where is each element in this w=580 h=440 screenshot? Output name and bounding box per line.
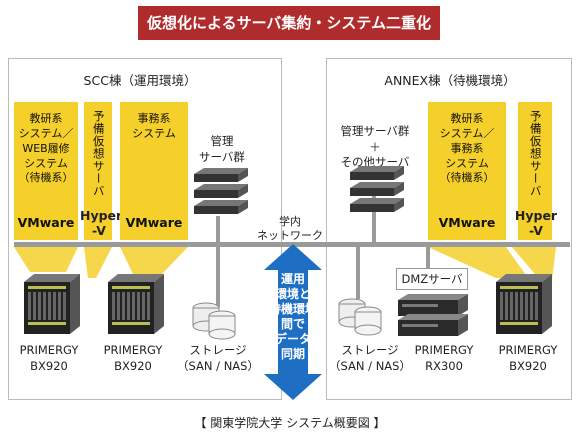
hyperv-line: -V [92, 223, 106, 238]
scc-mgmt-server-label: 管理 サーバ群 [190, 134, 254, 165]
box-line: システム／ [439, 126, 495, 140]
box-line: システム／ [18, 126, 74, 140]
annex-spare-server-box: 予備仮想サーバ [518, 102, 552, 240]
scc-hyperv-label: Hyper -V [80, 208, 123, 238]
scc-server-1-label: PRIMERGY BX920 [12, 343, 86, 374]
scc-blade-server-1-icon [24, 274, 80, 334]
label-line: PRIMERGY [19, 343, 79, 357]
vmware-label: VMware [17, 215, 75, 231]
label-line: ストレージ [341, 343, 399, 357]
label-line: PRIMERGY [103, 343, 163, 357]
scc-server-2-label: PRIMERGY BX920 [96, 343, 170, 374]
label-line: PRIMERGY [498, 343, 558, 357]
scc-building-label: SCC棟（運用環境） [83, 73, 197, 88]
hyperv-line: Hyper [514, 208, 558, 223]
box-line: システム [445, 156, 489, 170]
annex-mgmt-server-label: 管理サーバ群 ＋ その他サーバ [330, 124, 420, 171]
label-line: 学内 [279, 215, 301, 228]
label-line: BX920 [509, 358, 547, 373]
label-line: 待機環境 [268, 302, 317, 316]
scc-spare-server-box: 予備仮想サーバ [84, 102, 112, 240]
data-sync-label: 運用 環境と 待機環境 間で データ 同期 [266, 272, 320, 362]
label-line: RX300 [425, 358, 463, 373]
annex-rack-server-icon [398, 294, 468, 336]
annex-server-2-label: PRIMERGY BX920 [490, 343, 566, 374]
label-line: 運用 [280, 272, 305, 286]
box-line: （待機系） [439, 171, 495, 185]
label-line: BX920 [30, 358, 68, 373]
annex-blade-server-icon [496, 274, 552, 334]
box-line: 事務系 [137, 112, 171, 125]
box-line: （待機系） [18, 171, 74, 185]
annex-storage-label: ストレージ （SAN / NAS） [328, 343, 412, 374]
label-line: サーバ群 [199, 149, 245, 164]
label-line: 管理 [210, 134, 234, 148]
campus-network-label: 学内 ネットワーク [252, 215, 328, 243]
label-line: PRIMERGY [414, 343, 474, 357]
data-sync-arrow [264, 244, 322, 400]
scc-blade-server-2-icon [108, 274, 164, 334]
scc-storage-label: ストレージ （SAN / NAS） [176, 343, 260, 374]
annex-mgmt-server-stack-icon [350, 166, 404, 212]
annex-hyperv-label: Hyper -V [512, 208, 560, 238]
vmware-label: VMware [125, 215, 183, 231]
scc-admin-system-box: 事務系 システム VMware [120, 102, 188, 240]
spare-server-label: 予備仮想サーバ [528, 110, 543, 198]
dmz-server-label: DMZサーバ [396, 268, 468, 290]
box-line: システム [132, 126, 176, 140]
scc-mgmt-server-stack-icon [194, 168, 248, 214]
diagram-caption: 【 関東学院大学 システム概要図 】 [194, 416, 386, 430]
label-line: 同期 [280, 347, 305, 361]
diagram-title: 仮想化によるサーバ集約・システム二重化 [138, 6, 440, 40]
box-line: 事務系 [450, 141, 484, 155]
annex-storage-icon [338, 298, 382, 336]
label-line: BX920 [114, 358, 152, 373]
label-line: 管理サーバ群 [340, 124, 410, 138]
label-line: 間で [280, 317, 305, 331]
annex-building-label: ANNEX棟（待機環境） [384, 73, 516, 88]
scc-storage-icon [192, 302, 236, 340]
label-line: ネットワーク [257, 228, 323, 242]
label-line: ストレージ [189, 343, 247, 357]
label-line: 環境と [274, 287, 311, 301]
hyperv-line: Hyper [80, 208, 123, 223]
box-line: WEB履修 [22, 141, 70, 155]
hyperv-line: -V [529, 223, 543, 238]
label-line: その他サーバ [340, 155, 410, 170]
box-line: システム [24, 156, 68, 170]
scc-research-system-box: 教研系 システム／ WEB履修 システム （待機系） VMware [14, 102, 78, 240]
label-line: （SAN / NAS） [177, 358, 259, 373]
box-line: 教研系 [29, 112, 63, 125]
label-line: ＋ [369, 139, 381, 154]
annex-standby-system-box: 教研系 システム／ 事務系 システム （待機系） VMware [428, 102, 506, 240]
vmware-label: VMware [438, 215, 496, 231]
box-line: 教研系 [450, 112, 484, 125]
label-line: （SAN / NAS） [329, 358, 411, 373]
spare-server-label: 予備仮想サーバ [91, 110, 106, 198]
annex-server-1-label: PRIMERGY RX300 [406, 343, 482, 374]
label-line: データ [274, 332, 311, 346]
